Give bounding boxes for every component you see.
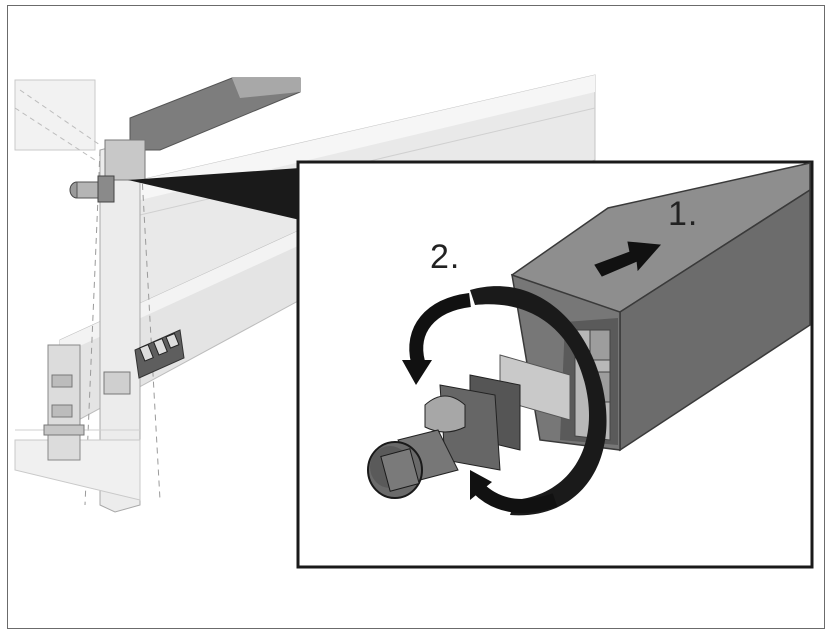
lower-bracket xyxy=(43,344,131,461)
zoom-pointer xyxy=(128,168,300,220)
drawer-overview xyxy=(14,74,596,513)
locking-clip xyxy=(134,329,185,379)
height-adjuster-small xyxy=(69,139,146,203)
step-1-label: 1. xyxy=(668,195,699,233)
adjuster-shaft xyxy=(367,354,571,499)
push-arrow-icon xyxy=(594,241,662,277)
zoom-detail xyxy=(296,160,814,569)
rotation-ring xyxy=(470,286,607,516)
rotate-arrow-icon xyxy=(402,293,558,513)
step-2-label: 2. xyxy=(430,238,461,276)
